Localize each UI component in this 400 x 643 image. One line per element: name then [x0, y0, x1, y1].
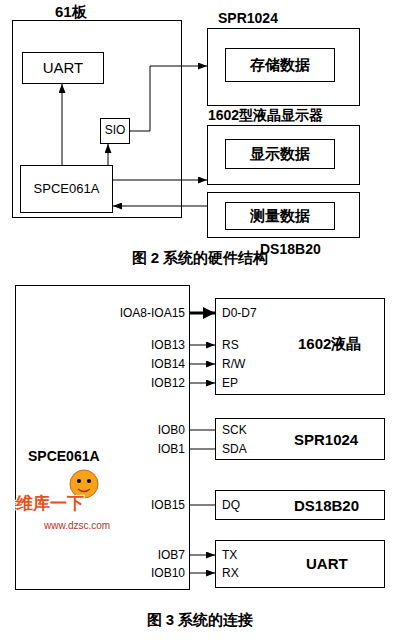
pin-name: IOB15 [105, 497, 185, 513]
pin-name: IOB13 [105, 337, 185, 353]
connector [190, 312, 215, 315]
watermark: 维库一下 [16, 496, 106, 512]
node-text: UART [306, 555, 348, 572]
node-text: SPCE061A [28, 448, 100, 464]
pin-name: R/W [222, 356, 282, 372]
data-box: 测量数据 [225, 202, 335, 230]
connector [113, 180, 207, 181]
connector [113, 206, 207, 207]
pin-name: RX [222, 565, 282, 581]
node-text: UART [43, 59, 84, 76]
pin-name: SDA [222, 441, 282, 457]
node-text: SPR1024 [218, 10, 278, 26]
pin-name: EP [222, 375, 282, 391]
module-box: SIO [100, 118, 130, 144]
pin-name: DQ [222, 497, 282, 513]
node-text: 1602型液晶显示器 [208, 107, 323, 123]
connector [190, 573, 215, 574]
connector [62, 84, 63, 165]
node-text: 存储数据 [250, 56, 310, 73]
node-text: SIO [105, 124, 126, 138]
figure-caption: 图 2 系统的硬件结构 [40, 250, 360, 266]
node-text: SPR1024 [294, 431, 358, 448]
data-box: 存储数据 [225, 48, 335, 82]
connector [190, 430, 215, 431]
device-box: 1602型液晶显示器显示数据 [207, 125, 360, 185]
device-box: DS18B20 [215, 490, 385, 520]
board-box: 61板UARTSIOSPCE061A [12, 20, 182, 218]
module-box: UART [22, 52, 104, 84]
figure-caption: 图 3 系统的连接 [40, 612, 360, 628]
connector [190, 364, 215, 365]
pin-name: IOB1 [105, 441, 185, 457]
node-text: 测量数据 [250, 207, 310, 224]
pin-name: SCK [222, 422, 282, 438]
pin-name: IOB14 [105, 356, 185, 372]
watermark-eye [77, 479, 81, 483]
pin-name: TX [222, 547, 282, 563]
node-text: 1602液晶 [298, 335, 361, 352]
device-box: UART [215, 540, 385, 588]
pin-name: IOB7 [105, 547, 185, 563]
watermark-icon [70, 470, 98, 498]
connector [190, 555, 215, 556]
pin-name: D0-D7 [222, 305, 282, 321]
node-text: SPCE061A [34, 182, 100, 197]
data-box: 显示数据 [225, 139, 335, 169]
connector [108, 144, 109, 165]
node-text: DS18B20 [260, 241, 321, 257]
pin-name: IOB0 [105, 422, 185, 438]
node-text: DS18B20 [294, 497, 359, 514]
connector [130, 66, 207, 131]
watermark-mouth [78, 489, 90, 492]
device-box: SPR1024存储数据 [207, 28, 360, 106]
connector [190, 505, 215, 506]
watermark-eye [87, 479, 91, 483]
device-box: DS18B20测量数据 [207, 192, 360, 238]
chip-box: SPCE061A [20, 165, 113, 213]
connector [190, 383, 215, 384]
connector [190, 449, 215, 450]
connector [190, 345, 215, 346]
pin-name: IOB10 [105, 565, 185, 581]
chip-box: SPCE061A [15, 285, 190, 590]
watermark: www.dzsc.com [44, 518, 134, 534]
node-text: 61板 [55, 3, 87, 20]
pin-name: RS [222, 337, 282, 353]
pin-name: IOA8-IOA15 [105, 305, 185, 321]
pin-name: IOB12 [105, 375, 185, 391]
node-text: 显示数据 [250, 145, 310, 162]
